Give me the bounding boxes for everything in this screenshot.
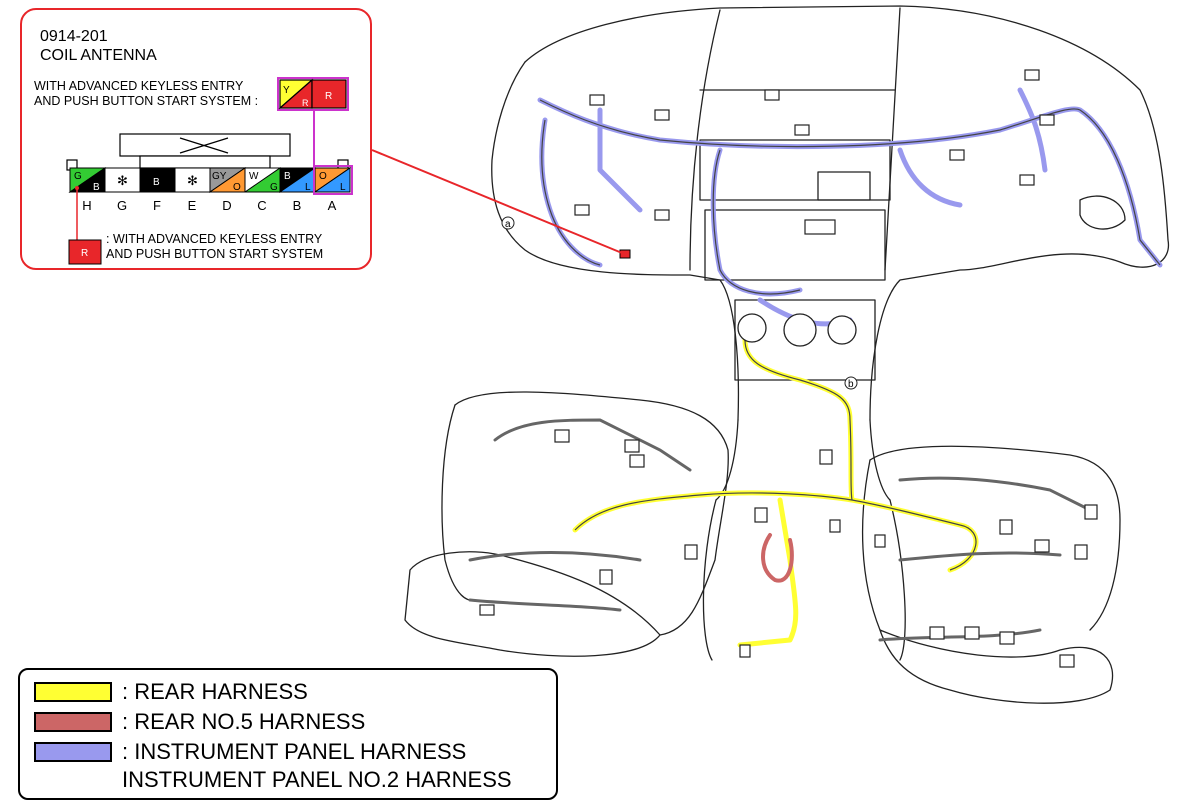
pin-row [68, 165, 353, 195]
gauge [737, 313, 767, 343]
top-connector-left-code: Y [283, 85, 290, 96]
connector [1074, 544, 1088, 560]
pin-b-bottom: L [305, 182, 311, 193]
legend-swatch-rear-harness [34, 682, 112, 702]
pin-letter-c: C [257, 198, 267, 213]
pin-h-bottom: B [93, 182, 100, 193]
pin-f-top: B [153, 177, 160, 188]
pin-c-top: W [249, 171, 259, 182]
pin-d-bottom: O [233, 182, 241, 193]
connector [629, 454, 645, 468]
pin-g-top: ✻ [117, 173, 128, 188]
connector [819, 449, 833, 465]
center-console [715, 419, 739, 501]
connector [1059, 654, 1075, 668]
pin-c-bottom: G [270, 182, 278, 193]
small-red-box-label: R [81, 248, 88, 259]
keyless-note-bottom: : WITH ADVANCED KEYLESS ENTRY AND PUSH B… [106, 232, 324, 261]
connector [794, 124, 810, 136]
pin-letter-g: G [116, 198, 128, 213]
pin-letter-e: E [187, 198, 197, 213]
pin-b-top: B [284, 171, 291, 182]
pin-a-bottom: L [340, 182, 346, 193]
part-name: COIL ANTENNA [40, 47, 157, 64]
marker-a [501, 216, 515, 230]
connector [829, 519, 841, 533]
connector [949, 149, 965, 161]
connector [574, 204, 590, 216]
connector [1034, 539, 1050, 553]
marker-b [844, 376, 858, 390]
legend-swatch-instrument-panel-harness [34, 742, 112, 762]
connector [804, 219, 836, 235]
connector [684, 544, 698, 560]
connector [929, 626, 945, 640]
connector [874, 534, 886, 548]
connector [654, 209, 670, 221]
pin-h-top: G [74, 171, 82, 182]
small-red-box [68, 239, 102, 265]
connector-face-diagram: Y R R [66, 77, 353, 265]
legend-label-rear-harness: : REAR HARNESS [122, 679, 308, 704]
instrument-panel-harness-path [537, 97, 1163, 268]
connector [964, 626, 980, 640]
connector [554, 429, 570, 443]
keyless-note-top: WITH ADVANCED KEYLESS ENTRY AND PUSH BUT… [34, 79, 259, 108]
connector [479, 604, 495, 616]
coil-antenna-callout: 0914-201 COIL ANTENNA WITH ADVANCED KEYL… [20, 8, 372, 270]
pin-d-top: GY [212, 171, 227, 182]
rear-no5-harness-path [761, 533, 794, 583]
pin-letter-d: D [222, 198, 232, 213]
callout-leader-line [371, 149, 623, 254]
right-seat-outline [869, 445, 1121, 631]
connector [764, 89, 780, 101]
connector [1019, 174, 1035, 186]
top-connector: Y R R [277, 77, 349, 111]
connector [1039, 114, 1055, 126]
left-seat-outline [454, 391, 729, 636]
connector [599, 569, 613, 585]
legend-label-instrument-panel-no2-harness: INSTRUMENT PANEL NO.2 HARNESS [122, 767, 512, 792]
pin-e-top: ✻ [187, 173, 198, 188]
connector [754, 507, 768, 523]
marker-b-label: b [848, 379, 854, 390]
pin-a-blue [313, 167, 351, 193]
rear-harness-path [742, 337, 855, 503]
gauge [783, 313, 817, 347]
connector [624, 439, 640, 453]
connector [739, 644, 751, 658]
connector [1024, 69, 1040, 81]
pin-letter-b: B [292, 198, 302, 213]
pin-letter-h: H [82, 198, 92, 213]
legend-label-instrument-panel-harness: : INSTRUMENT PANEL HARNESS [122, 739, 467, 764]
connector [654, 109, 670, 121]
connector [999, 519, 1013, 535]
legend-label-rear-no5-harness: : REAR NO.5 HARNESS [122, 709, 366, 734]
pin-a-top: O [319, 171, 327, 182]
connector [999, 631, 1015, 645]
part-code: 0914-201 [40, 28, 108, 45]
coil-antenna-marker [619, 249, 631, 259]
dashboard-outline [524, 5, 1170, 421]
pin-letter-f: F [153, 198, 161, 213]
legend-swatch-rear-no5-harness [34, 712, 112, 732]
connector [589, 94, 605, 106]
marker-a-label: a [505, 219, 511, 230]
harness-legend: : REAR HARNESS : REAR NO.5 HARNESS : INS… [18, 668, 558, 800]
top-connector-right-code: R [325, 91, 332, 102]
connector [1084, 504, 1098, 520]
pin-letter-a: A [327, 198, 337, 213]
gauge [827, 315, 857, 345]
top-connector-left-sub: R [302, 98, 309, 108]
